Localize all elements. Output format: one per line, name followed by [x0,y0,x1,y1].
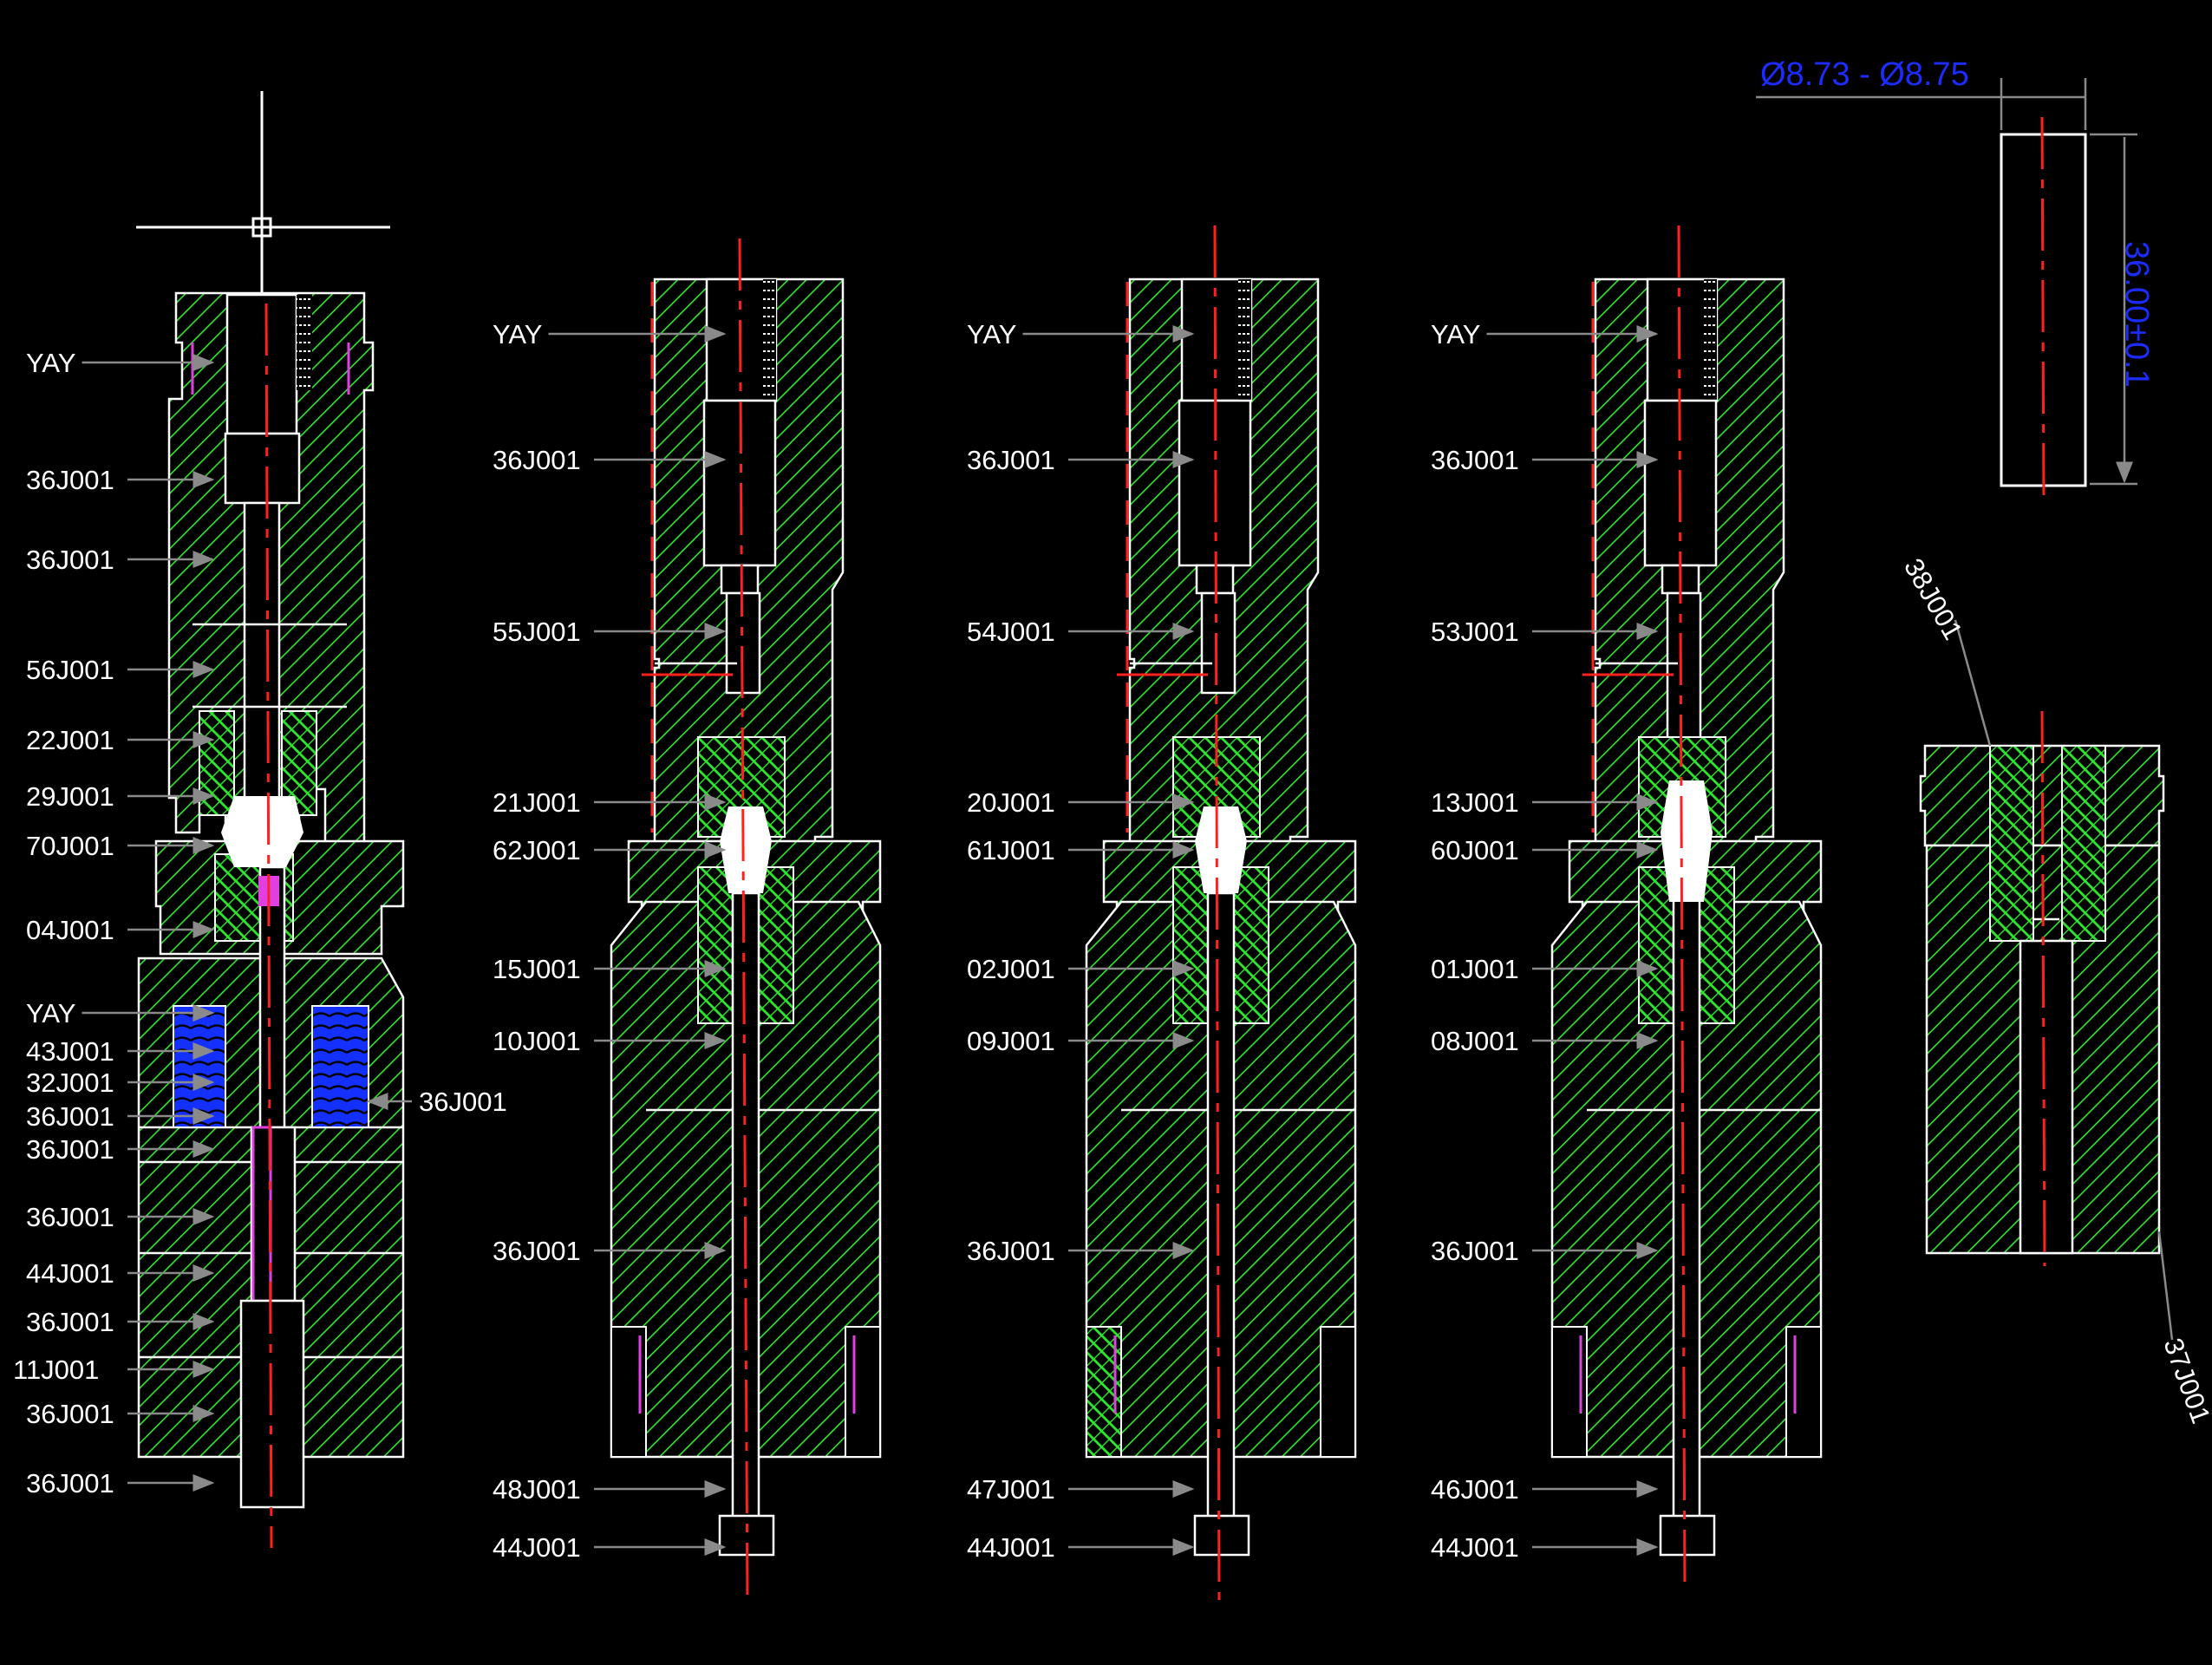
part-label-3-4: 61J001 [967,835,1055,865]
part-label-2-2: 55J001 [493,617,581,647]
part-label-1-14: 44J001 [26,1258,114,1289]
part-label-1-12: 36J001 [26,1134,114,1165]
part-label-1-9: 43J001 [26,1036,114,1067]
upper-bore [225,293,298,435]
part-label-2-1: 36J001 [493,445,581,475]
part-label-3-7: 36J001 [967,1236,1055,1266]
upper-thread [297,295,312,390]
part-label-2-7: 36J001 [493,1236,581,1266]
part-label-right-1-0: 36J001 [419,1087,507,1117]
part-label-1-5: 29J001 [26,781,114,812]
assembly-4[interactable] [1550,225,1823,1592]
pin-bore-1 [243,501,281,800]
ejector-pin-4 [1672,891,1701,1519]
part-label-4-0: YAY [1431,319,1480,349]
part-label-3-8: 47J001 [967,1474,1055,1505]
length-dimension: 36.00±0.1 [2118,241,2155,388]
part-label-1-16: 11J001 [13,1355,99,1385]
spring-left [173,1005,226,1128]
part-label-1-4: 22J001 [26,725,114,755]
spring-right [311,1005,369,1128]
detail-pin-view[interactable]: Ø8.73 - Ø8.75 36.00±0.1 [1756,56,2155,504]
part-label-1-8: YAY [26,998,75,1028]
part-label-3-9: 44J001 [967,1532,1055,1563]
part-label-3-1: 36J001 [967,445,1055,475]
part-label-1-15: 36J001 [26,1307,114,1337]
part-label-1-18: 36J001 [26,1468,114,1498]
crosshair-icon[interactable] [136,91,390,321]
part-label-1-2: 36J001 [26,545,114,575]
assembly-1[interactable] [136,91,405,1549]
part-label-3-5: 02J001 [967,954,1055,984]
part-label-1-10: 32J001 [26,1068,114,1098]
part-label-4-5: 01J001 [1431,954,1519,984]
part-label-2-9: 44J001 [493,1532,581,1563]
part-label-1-11: 36J001 [26,1101,114,1132]
upper-inner-bore [224,432,301,505]
part-label-4-4: 60J001 [1431,835,1519,865]
part-label-1-1: 36J001 [26,465,114,495]
part-label-3-2: 54J001 [967,617,1055,647]
centerline-3 [1213,225,1221,1601]
part-label-1-6: 70J001 [26,831,114,861]
part-label-4-8: 46J001 [1431,1474,1519,1505]
part-label-4-6: 08J001 [1431,1026,1519,1056]
part-label-1-7: 04J001 [26,915,114,945]
part-label-2-3: 21J001 [493,787,581,818]
part-label-4-7: 36J001 [1431,1236,1519,1266]
assembly-2[interactable] [610,238,882,1605]
part-label-2-8: 48J001 [493,1474,581,1505]
part-label-4-3: 13J001 [1431,787,1519,818]
part-label-1-3: 56J001 [26,655,114,685]
ejector-pin-3 [1206,891,1236,1519]
part-label-4-1: 36J001 [1431,445,1519,475]
detail-bushing[interactable]: 38J001 37J001 [1898,553,2212,1427]
part-label-2-5: 15J001 [493,954,581,984]
part-label-2-6: 10J001 [493,1026,581,1056]
part-label-2-0: YAY [493,319,542,349]
part-label-2-4: 62J001 [493,835,581,865]
part-label-3-3: 20J001 [967,787,1055,818]
part-label-3-6: 09J001 [967,1026,1055,1056]
assembly-3[interactable] [1085,225,1357,1601]
detail-label-top: 38J001 [1898,553,1968,645]
part-label-4-2: 53J001 [1431,617,1519,647]
part-label-1-13: 36J001 [26,1202,114,1232]
detail-label-bottom: 37J001 [2157,1334,2212,1427]
part-label-1-17: 36J001 [26,1399,114,1429]
centerline-4 [1677,225,1687,1592]
centerline-2 [738,238,749,1605]
diameter-dimension: Ø8.73 - Ø8.75 [1760,56,1969,93]
centerline-1 [264,303,273,1549]
part-label-3-0: YAY [967,319,1016,349]
part-label-4-9: 44J001 [1431,1532,1519,1563]
part-labels: YAY36J00136J00156J00122J00129J00170J0010… [13,319,1659,1563]
part-label-1-0: YAY [26,348,75,378]
